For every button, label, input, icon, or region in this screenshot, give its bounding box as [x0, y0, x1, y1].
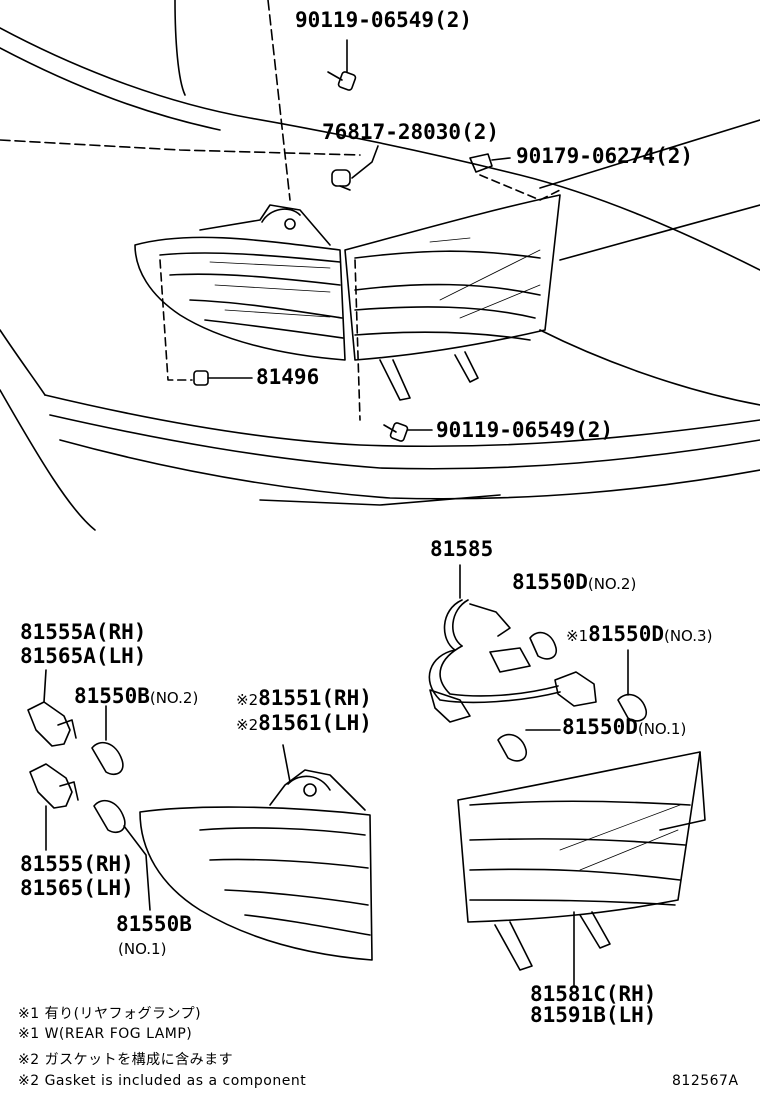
bulb-81550d-no2	[529, 631, 558, 660]
bulb-81550b-no1	[93, 799, 151, 911]
callout-socket-81585: 81585	[430, 537, 494, 561]
footnote-2-jp: ※2 ガスケットを構成に含みます	[18, 1052, 234, 1068]
fastener-nut-90179	[469, 153, 561, 201]
fastener-clip-76817	[331, 145, 379, 191]
fastener-bolt-bottom	[354, 259, 433, 442]
tail-lamp-lid-top	[344, 194, 561, 401]
diagram-id: 812567A	[672, 1073, 739, 1089]
part-number: 81561(LH)	[258, 711, 372, 735]
callout-bolt-90119-top: 90119-06549(2)	[295, 8, 473, 32]
socket-81555	[29, 763, 79, 851]
callout-socket-81565a-lh: 81565A(LH)	[20, 644, 147, 668]
callout-bulb-81550b-no2: 81550B(NO.2)	[74, 684, 198, 708]
socket-81555a	[27, 669, 77, 747]
bulb-suffix: (NO.2)	[587, 575, 637, 593]
bulb-81550b-no2	[91, 705, 124, 776]
callout-socket-81565-lh: 81565(LH)	[20, 876, 134, 900]
tail-lamp-81551	[139, 744, 373, 961]
callout-bulb-81550b-no1-suffix: (NO.1)	[118, 940, 167, 958]
vehicle-body-outline	[0, 0, 760, 531]
callout-bolt-90119-bottom: 90119-06549(2)	[436, 418, 614, 442]
callout-lamp-81591b-lh: 81591B(LH)	[530, 1003, 657, 1027]
callout-nut-90179: 90179-06274(2)	[516, 144, 694, 168]
part-number: 81551(RH)	[258, 686, 372, 710]
callout-bulb-81550d-no1: 81550D(NO.1)	[562, 715, 686, 739]
note-mark: ※2	[236, 716, 259, 734]
part-number: 81550D	[512, 570, 588, 594]
bulb-81550d-no1	[497, 729, 561, 762]
callout-socket-81555a-rh: 81555A(RH)	[20, 620, 147, 644]
callout-bulb-81550b-no1: 81550B	[116, 912, 192, 936]
callout-lamp-81581c-rh: 81581C(RH)	[530, 982, 657, 1006]
socket-81585	[428, 564, 597, 723]
footnote-2-en: ※2 Gasket is included as a component	[18, 1073, 307, 1089]
callout-lamp-81561-lh: ※281561(LH)	[236, 711, 372, 735]
footnote-1-jp: ※1 有り(リヤフォグランプ)	[18, 1006, 202, 1022]
note-mark: ※1	[566, 627, 589, 645]
callout-bulb-81550d-no2: 81550D(NO.2)	[512, 570, 636, 594]
part-number: 81550B	[74, 684, 150, 708]
callout-bulb-81550d-no3: ※181550D(NO.3)	[566, 622, 712, 646]
part-number: 81550D	[588, 622, 664, 646]
tail-lamp-81581c	[457, 751, 706, 986]
part-number: 81550D	[562, 715, 638, 739]
callout-clip-76817: 76817-28030(2)	[322, 120, 500, 144]
note-mark: ※2	[236, 691, 259, 709]
callout-lamp-81551-rh: ※281551(RH)	[236, 686, 372, 710]
bulb-suffix: (NO.2)	[149, 689, 199, 707]
footnote-1-en: ※1 W(REAR FOG LAMP)	[18, 1026, 193, 1042]
fastener-screw-81496	[159, 259, 253, 386]
bulb-suffix: (NO.1)	[637, 720, 687, 738]
bulb-suffix: (NO.3)	[663, 627, 713, 645]
callout-screw-81496: 81496	[256, 365, 320, 389]
tail-lamp-body-top	[134, 204, 346, 361]
bulb-81550d-no3	[617, 649, 648, 722]
fastener-bolt-top	[327, 39, 357, 91]
callout-socket-81555-rh: 81555(RH)	[20, 852, 134, 876]
